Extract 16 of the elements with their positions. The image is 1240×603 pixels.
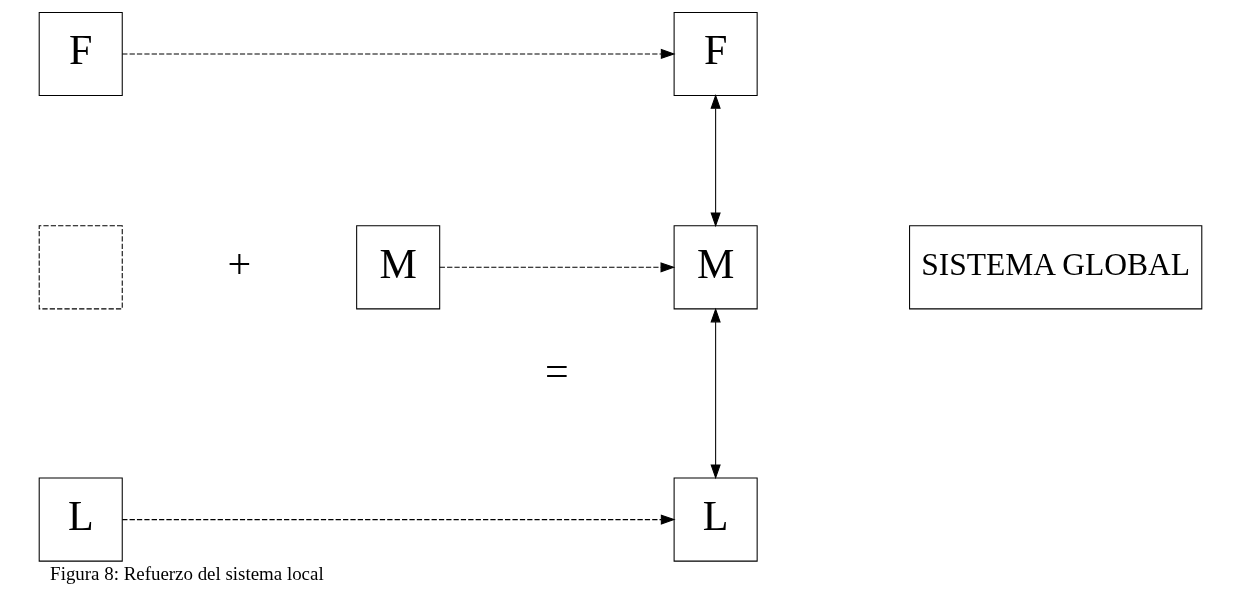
label: = xyxy=(544,348,569,395)
arrow xyxy=(710,93,721,228)
label: + xyxy=(227,240,251,287)
node-box: L xyxy=(38,477,123,562)
node-box: SISTEMA GLOBAL xyxy=(908,225,1202,310)
arrow xyxy=(121,48,676,60)
caption: Figura 8: Refuerzo del sistema local xyxy=(49,563,324,585)
arrow xyxy=(438,262,675,273)
node-box: F xyxy=(38,11,123,96)
node-box xyxy=(38,225,123,310)
node-box: M xyxy=(673,225,758,310)
arrow xyxy=(710,307,721,480)
arrow xyxy=(121,514,676,525)
node-box: F xyxy=(673,11,758,96)
node-box: L xyxy=(673,477,758,562)
node-box: M xyxy=(355,225,440,310)
